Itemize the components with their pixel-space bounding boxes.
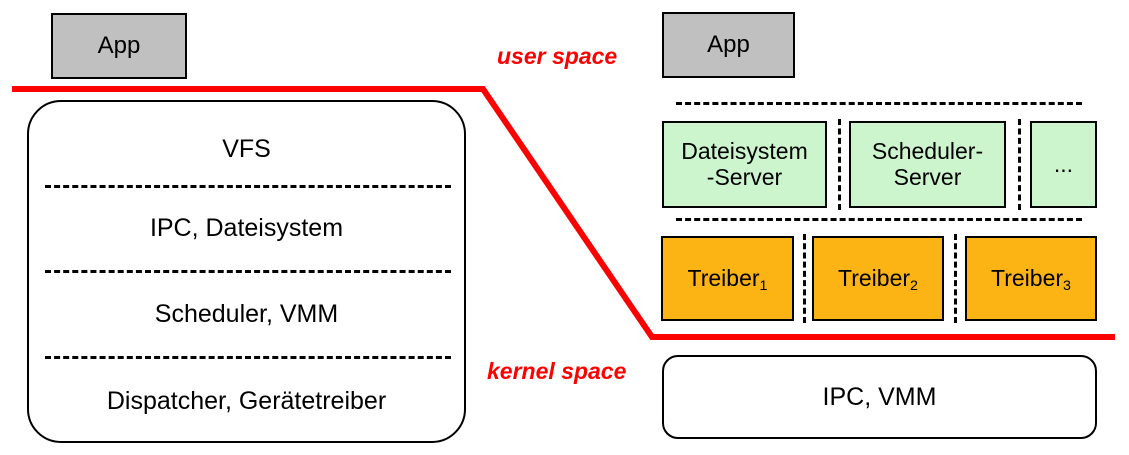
mono-layer-vfs-label: VFS (222, 134, 271, 163)
driver-name: Treiber (991, 264, 1064, 291)
mono-separator-1 (45, 185, 451, 188)
mono-layer-ipc-fs-label: IPC, Dateisystem (149, 213, 344, 242)
driver-box-1: Treiber1 (661, 236, 794, 321)
driver-index: 2 (910, 278, 918, 295)
server-row-top-separator (676, 102, 1082, 105)
driver-box-1-label: Treiber1 (687, 264, 768, 295)
server-label-line2: -Server (706, 163, 783, 190)
mono-layer-ipc-fs: IPC, Dateisystem (27, 212, 466, 244)
server-separator-2 (1018, 119, 1021, 210)
driver-index: 1 (759, 278, 768, 295)
mono-separator-2 (45, 270, 451, 273)
microkernel-label: IPC, VMM (822, 383, 937, 411)
driver-box-2: Treiber2 (812, 236, 944, 321)
left-app-box: App (51, 13, 187, 79)
microkernel-box: IPC, VMM (662, 355, 1097, 439)
driver-separator-2 (954, 234, 957, 323)
user-space-label: user space (497, 43, 617, 70)
mono-layer-dispatcher-drivers-label: Dispatcher, Gerätetreiber (106, 386, 387, 415)
server-box-ellipsis: ... (1030, 121, 1097, 208)
mono-layer-vfs: VFS (27, 133, 466, 165)
mono-separator-3 (45, 356, 451, 359)
server-label-line2: Server (893, 163, 962, 190)
driver-index: 3 (1063, 278, 1071, 295)
server-box-scheduler: Scheduler- Server (849, 121, 1006, 208)
kernel-space-label: kernel space (487, 358, 626, 385)
driver-name: Treiber (838, 264, 911, 291)
kernel-space-text: kernel space (487, 358, 627, 384)
mono-layer-scheduler-vmm-label: Scheduler, VMM (154, 299, 339, 328)
server-row-bottom-separator (676, 218, 1082, 221)
server-box-ellipsis-label: ... (1053, 150, 1074, 177)
driver-separator-1 (803, 234, 806, 323)
server-box-scheduler-label: Scheduler- Server (871, 137, 984, 191)
driver-box-3-label: Treiber3 (991, 264, 1071, 295)
mono-layer-dispatcher-drivers: Dispatcher, Gerätetreiber (27, 385, 466, 417)
server-separator-1 (838, 119, 841, 210)
user-space-text: user space (497, 43, 618, 69)
driver-box-2-label: Treiber2 (838, 264, 918, 295)
left-app-label: App (97, 31, 141, 59)
right-app-box: App (662, 12, 795, 78)
right-app-label: App (707, 30, 750, 58)
driver-name: Treiber (687, 264, 760, 291)
server-box-dateisystem: Dateisystem -Server (662, 121, 827, 208)
driver-box-3: Treiber3 (965, 236, 1097, 321)
mono-layer-scheduler-vmm: Scheduler, VMM (27, 298, 466, 330)
server-box-dateisystem-label: Dateisystem -Server (681, 137, 808, 191)
server-label-line1: Dateisystem (681, 137, 808, 164)
server-label-line1: Scheduler- (871, 137, 984, 164)
